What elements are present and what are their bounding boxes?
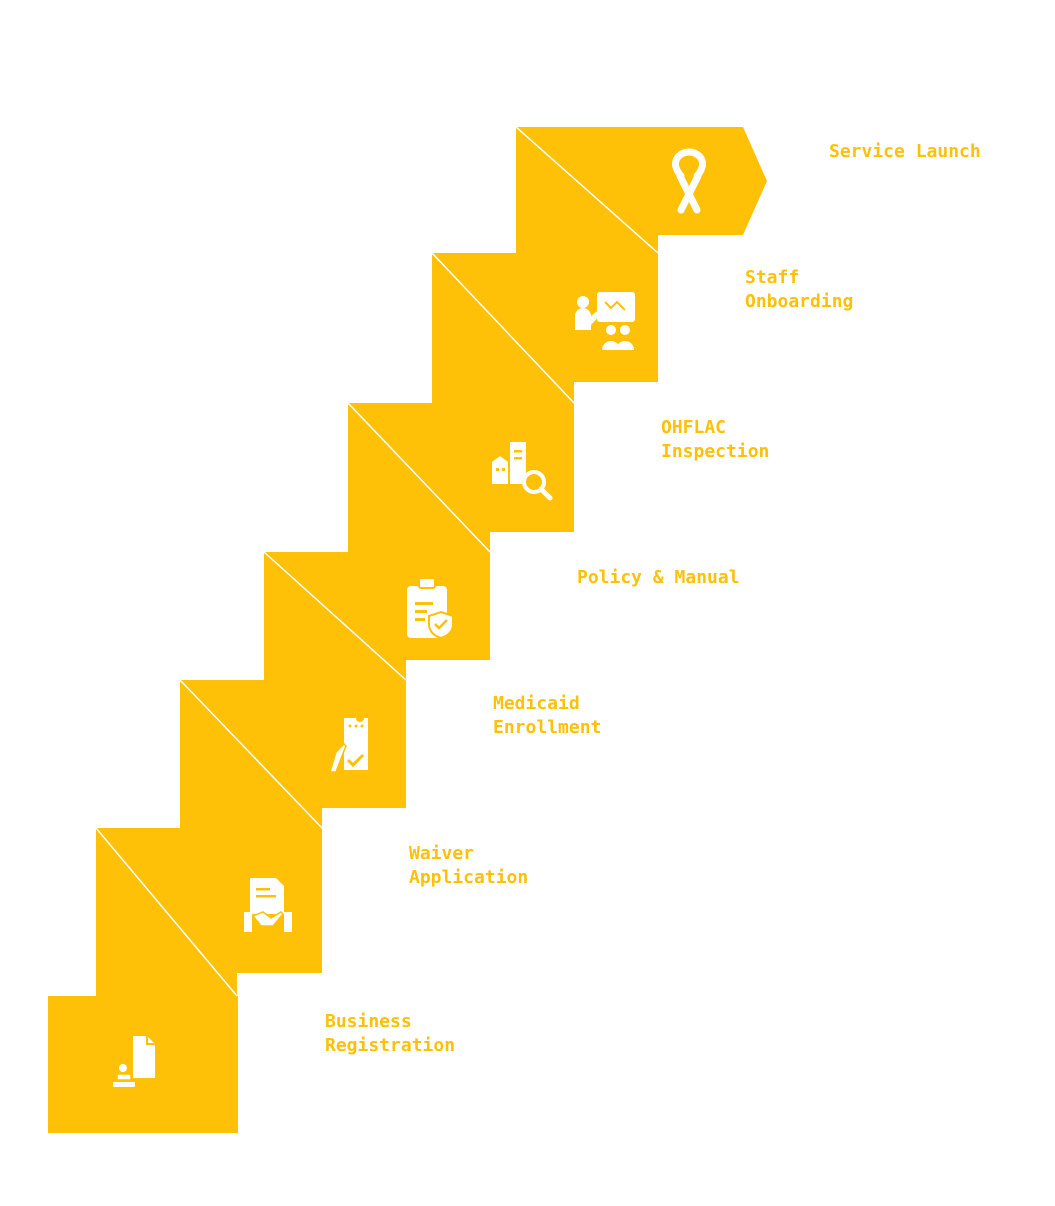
step-divider <box>263 551 407 681</box>
step-service-launch <box>515 126 767 254</box>
clipboard-check-icon <box>407 577 454 640</box>
training-presentation-icon <box>575 292 635 350</box>
step-divider <box>515 126 659 254</box>
step-policy-manual <box>263 551 490 681</box>
ribbon-icon <box>672 148 706 214</box>
step-block <box>432 253 658 403</box>
step-label-business-registration: Business Registration <box>325 1011 456 1056</box>
step-waiver-application <box>95 827 322 997</box>
step-riser <box>96 973 117 996</box>
step-label-waiver-application: Waiver Application <box>409 843 529 888</box>
step-label-ohflac-inspection: OHFLAC Inspection <box>661 417 770 462</box>
step-block <box>96 828 322 996</box>
step-divider <box>431 252 575 404</box>
step-label-policy-manual: Policy & Manual <box>577 567 740 588</box>
step-block <box>180 680 406 828</box>
step-divider <box>95 827 238 997</box>
step-divider <box>347 402 491 553</box>
step-label-staff-onboarding: Staff Onboarding <box>745 267 854 312</box>
step-label-medicaid-enrollment: Medicaid Enrollment <box>493 693 602 738</box>
step-divider <box>179 679 323 829</box>
building-search-icon <box>492 442 553 501</box>
step-ohflac-inspection <box>347 402 574 553</box>
step-label-service-launch: Service Launch <box>829 141 981 162</box>
signing-document-icon <box>328 718 368 773</box>
step-block <box>516 127 767 253</box>
step-business-registration <box>48 996 238 1133</box>
step-block <box>348 403 574 552</box>
step-medicaid-enrollment <box>179 679 406 829</box>
step-staff-onboarding <box>431 252 658 404</box>
stamp-document-icon <box>113 1036 155 1087</box>
handshake-document-icon <box>244 878 292 932</box>
step-block <box>264 552 490 680</box>
